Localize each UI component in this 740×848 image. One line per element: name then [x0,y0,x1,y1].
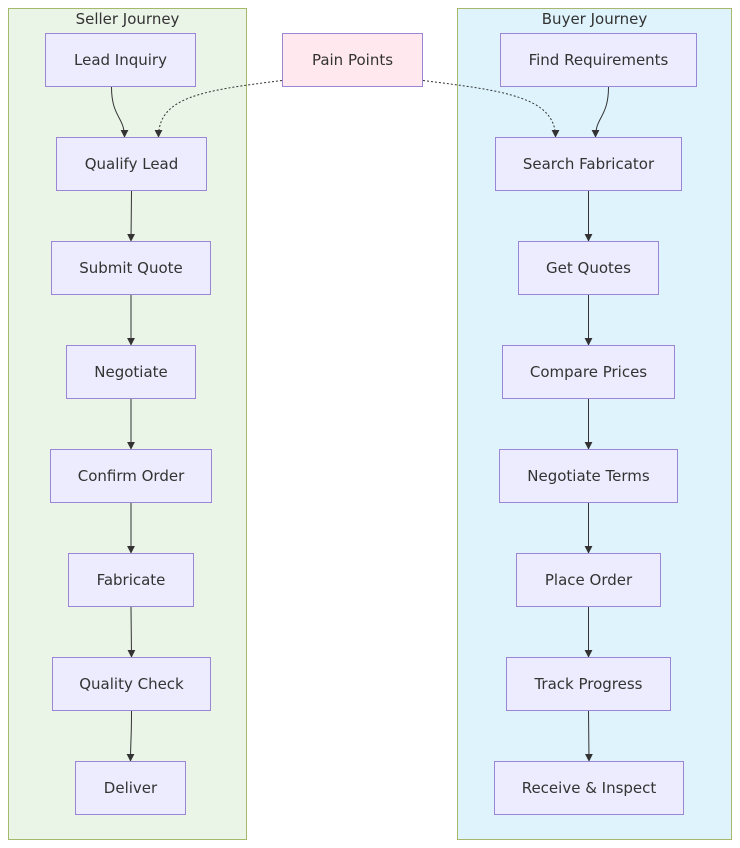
edge-b1-b2 [591,86,609,138]
edge-s7-s8 [126,710,135,762]
node-deliver[interactable]: Deliver [75,761,186,815]
node-receive-inspect[interactable]: Receive & Inspect [494,761,684,815]
node-submit-quote[interactable]: Submit Quote [51,241,211,295]
node-track-progress[interactable]: Track Progress [506,657,671,711]
node-find-requirements[interactable]: Find Requirements [500,33,697,87]
node-negotiate[interactable]: Negotiate [66,345,196,399]
cluster-title-seller: Seller Journey [75,10,180,28]
edge-pain-b2 [422,80,560,138]
node-quality-check[interactable]: Quality Check [52,657,211,711]
node-confirm-order[interactable]: Confirm Order [50,449,212,503]
node-lead-inquiry[interactable]: Lead Inquiry [45,33,196,87]
edge-s6-s7 [127,606,136,658]
node-qualify-lead[interactable]: Qualify Lead [56,137,207,191]
edge-b7-b8 [584,710,593,762]
node-fabricate[interactable]: Fabricate [68,553,194,607]
node-negotiate-terms[interactable]: Negotiate Terms [499,449,678,503]
node-get-quotes[interactable]: Get Quotes [518,241,659,295]
edge-s2-s3 [127,190,136,242]
node-search-fabricator[interactable]: Search Fabricator [495,137,682,191]
node-pain-points[interactable]: Pain Points [282,33,423,87]
cluster-title-buyer: Buyer Journey [541,10,648,28]
node-compare-prices[interactable]: Compare Prices [502,345,675,399]
edge-group [111,80,609,762]
edge-s1-s2 [111,86,129,138]
node-place-order[interactable]: Place Order [516,553,661,607]
edge-pain-s2 [154,80,283,138]
